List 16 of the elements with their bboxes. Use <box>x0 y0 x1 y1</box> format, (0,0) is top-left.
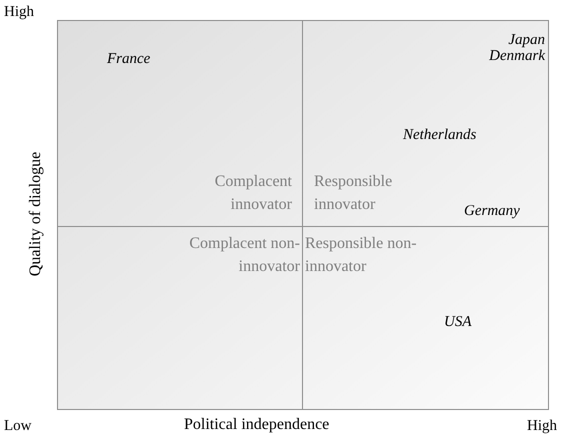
quadrant <box>58 21 303 227</box>
quadrant-label: Responsible innovator <box>314 172 394 215</box>
country-label: Netherlands <box>403 126 476 144</box>
axis-title: Political independence <box>184 416 330 434</box>
country-label: France <box>107 50 150 68</box>
quadrant-label: Complacent non-innovator <box>188 234 300 277</box>
country-label: Denmark <box>489 48 545 65</box>
axis-label: High <box>4 3 34 21</box>
axis-label: High <box>527 417 557 435</box>
quadrant-label: Complacent innovator <box>214 172 292 215</box>
quadrant-label: Responsible non-innovator <box>305 234 418 277</box>
axis-label: Low <box>4 417 32 435</box>
country-label: Japan <box>508 31 545 49</box>
country-label: USA <box>444 313 472 331</box>
axis-title: Quality of dialogue <box>27 150 45 278</box>
country-label: Germany <box>464 202 520 220</box>
